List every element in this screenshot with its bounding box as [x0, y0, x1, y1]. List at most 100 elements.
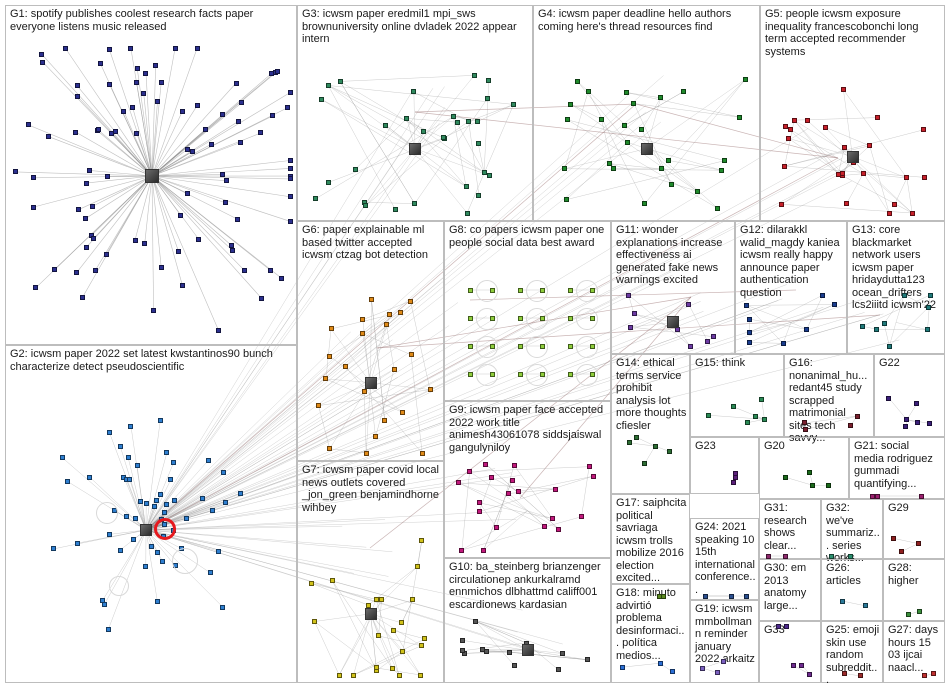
graph-node[interactable]	[467, 315, 473, 321]
graph-node[interactable]	[921, 673, 927, 679]
graph-node[interactable]	[875, 493, 881, 499]
graph-node[interactable]	[399, 620, 405, 626]
graph-node[interactable]	[722, 158, 728, 164]
graph-node[interactable]	[901, 292, 907, 298]
user-avatar-node[interactable]	[640, 142, 653, 155]
graph-node[interactable]	[919, 493, 925, 499]
graph-node[interactable]	[419, 538, 425, 543]
graph-node[interactable]	[473, 618, 479, 624]
graph-node[interactable]	[373, 665, 379, 671]
graph-node[interactable]	[376, 633, 382, 639]
graph-node[interactable]	[178, 213, 184, 219]
graph-node[interactable]	[142, 240, 148, 246]
graph-node[interactable]	[158, 492, 164, 498]
graph-node[interactable]	[506, 649, 512, 655]
graph-node[interactable]	[589, 371, 595, 377]
graph-node[interactable]	[867, 143, 873, 149]
graph-node[interactable]	[327, 353, 333, 359]
graph-node[interactable]	[30, 204, 36, 210]
graph-node[interactable]	[106, 81, 112, 87]
graph-node[interactable]	[128, 423, 134, 429]
group-g9-box[interactable]: G9: icwsm paper face accepted 2022 work …	[444, 401, 611, 558]
graph-node[interactable]	[287, 218, 293, 224]
graph-node[interactable]	[841, 144, 847, 150]
graph-node[interactable]	[779, 201, 785, 207]
graph-node[interactable]	[785, 135, 791, 141]
graph-node[interactable]	[731, 404, 737, 410]
graph-node[interactable]	[222, 500, 228, 506]
graph-node[interactable]	[410, 597, 416, 603]
graph-node[interactable]	[105, 626, 111, 632]
graph-node[interactable]	[418, 643, 424, 649]
graph-node[interactable]	[642, 201, 648, 207]
graph-node[interactable]	[509, 477, 515, 483]
graph-node[interactable]	[579, 514, 584, 520]
graph-node[interactable]	[196, 236, 202, 242]
graph-node[interactable]	[205, 458, 211, 464]
group-g10-box[interactable]: G10: ba_steinberg brianzenger circulatio…	[444, 558, 611, 683]
graph-node[interactable]	[825, 483, 831, 489]
graph-node[interactable]	[791, 663, 797, 669]
graph-node[interactable]	[891, 535, 897, 541]
graph-node[interactable]	[441, 135, 447, 141]
graph-node[interactable]	[668, 181, 674, 187]
graph-node[interactable]	[194, 103, 200, 109]
graph-node[interactable]	[132, 237, 138, 243]
graph-node[interactable]	[857, 673, 863, 679]
graph-node[interactable]	[400, 648, 406, 654]
graph-node[interactable]	[874, 115, 880, 121]
group-g14-box[interactable]: G14: ethical terms service prohibit anal…	[611, 354, 690, 494]
graph-node[interactable]	[337, 78, 343, 84]
group-g23-box[interactable]: G23	[690, 437, 759, 494]
graph-node[interactable]	[775, 623, 781, 629]
user-avatar-node[interactable]	[364, 376, 377, 389]
graph-node[interactable]	[489, 371, 495, 377]
graph-node[interactable]	[925, 327, 931, 333]
graph-node[interactable]	[130, 104, 135, 110]
graph-node[interactable]	[97, 61, 103, 67]
graph-node[interactable]	[886, 343, 892, 349]
graph-node[interactable]	[562, 166, 568, 172]
graph-node[interactable]	[351, 672, 357, 678]
graph-node[interactable]	[669, 669, 675, 675]
graph-node[interactable]	[203, 126, 209, 132]
graph-node[interactable]	[807, 671, 813, 677]
group-g8-box[interactable]: G8: co papers icwsm paper one people soc…	[444, 221, 611, 401]
graph-node[interactable]	[287, 176, 293, 182]
group-g1-box[interactable]: G1: spotify publishes coolest research f…	[5, 5, 297, 345]
graph-node[interactable]	[905, 612, 911, 618]
graph-node[interactable]	[408, 352, 414, 358]
group-g29-box[interactable]: G29	[883, 499, 945, 559]
graph-node[interactable]	[680, 89, 686, 95]
graph-node[interactable]	[485, 95, 491, 101]
graph-node[interactable]	[783, 474, 789, 480]
graph-node[interactable]	[287, 90, 293, 96]
graph-node[interactable]	[841, 670, 847, 676]
graph-node[interactable]	[363, 450, 369, 456]
graph-node[interactable]	[761, 416, 767, 422]
graph-node[interactable]	[511, 101, 517, 107]
graph-node[interactable]	[848, 422, 854, 428]
graph-node[interactable]	[702, 593, 708, 599]
graph-node[interactable]	[728, 593, 734, 599]
graph-node[interactable]	[493, 524, 499, 530]
graph-node[interactable]	[721, 658, 727, 664]
graph-node[interactable]	[802, 420, 808, 426]
graph-node[interactable]	[844, 200, 850, 206]
graph-node[interactable]	[113, 129, 119, 135]
graph-node[interactable]	[483, 461, 489, 467]
graph-node[interactable]	[400, 409, 406, 415]
group-g24-box[interactable]: G24: 2021 speaking 10 15th international…	[690, 518, 759, 600]
graph-node[interactable]	[467, 343, 473, 349]
graph-node[interactable]	[51, 267, 57, 273]
graph-node[interactable]	[184, 146, 190, 152]
graph-node[interactable]	[220, 470, 226, 476]
graph-node[interactable]	[917, 608, 923, 614]
graph-node[interactable]	[730, 480, 736, 486]
graph-node[interactable]	[46, 134, 52, 140]
graph-node[interactable]	[481, 169, 487, 175]
graph-node[interactable]	[134, 65, 140, 71]
group-g32-box[interactable]: G32: we've summariz... series works...	[821, 499, 883, 564]
graph-node[interactable]	[415, 563, 421, 569]
graph-node[interactable]	[134, 130, 140, 136]
